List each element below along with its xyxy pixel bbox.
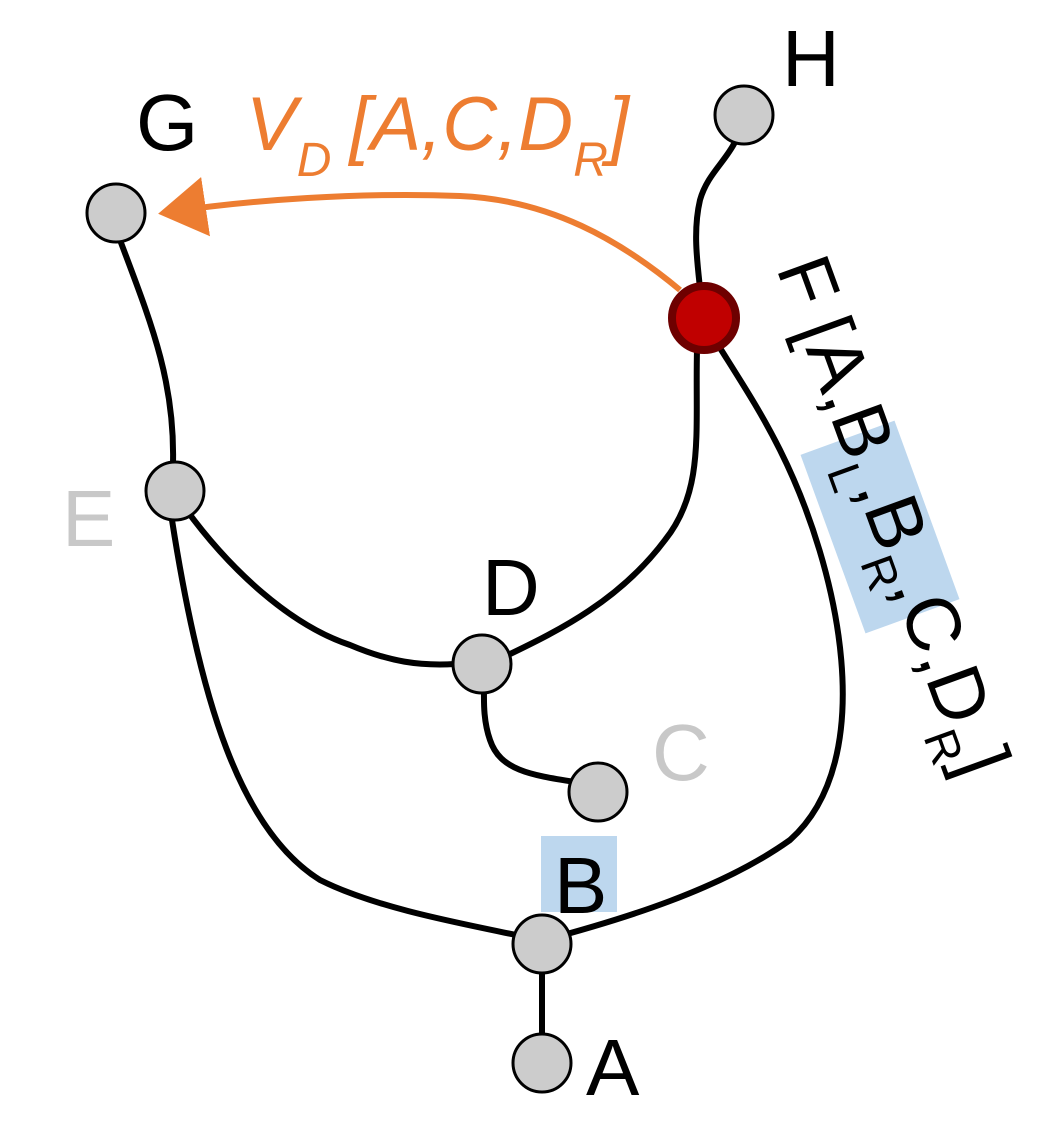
vd-open-list: [A,C, bbox=[347, 82, 518, 167]
label-e: E bbox=[62, 474, 115, 563]
node-d bbox=[451, 633, 513, 695]
label-c: C bbox=[652, 708, 710, 797]
edge-b-f bbox=[542, 337, 846, 943]
bl-br-highlight-box bbox=[800, 420, 960, 634]
vd-v-subscript: D bbox=[297, 134, 332, 187]
node-labels: A B C D E G H bbox=[62, 14, 840, 1112]
node-f-highlighted bbox=[668, 282, 740, 354]
edge-c-d bbox=[480, 687, 578, 785]
vd-d: D bbox=[518, 82, 573, 167]
label-a: A bbox=[586, 1023, 640, 1112]
vd-v: V bbox=[246, 82, 303, 167]
label-d: D bbox=[482, 543, 540, 632]
node-a bbox=[511, 1032, 573, 1094]
edge-e-g bbox=[117, 237, 177, 466]
edge-b-e bbox=[169, 517, 543, 943]
node-g bbox=[85, 182, 147, 244]
node-h bbox=[713, 84, 775, 146]
edge-f-h bbox=[693, 139, 738, 291]
node-c bbox=[567, 761, 629, 823]
vd-d-subscript: R bbox=[573, 134, 608, 187]
label-b: B bbox=[554, 841, 607, 930]
node-e bbox=[144, 460, 206, 522]
f-label: F[A,BL,BR,C,DR] bbox=[746, 245, 1026, 791]
vd-arrow bbox=[158, 176, 682, 293]
b-highlight-box bbox=[541, 836, 617, 912]
vd-label: VD[A,C,DR] bbox=[246, 82, 631, 187]
f-name: F bbox=[760, 245, 856, 318]
edge-d-e bbox=[182, 505, 458, 668]
edges bbox=[117, 139, 846, 1060]
edge-d-f bbox=[505, 347, 700, 658]
node-b bbox=[511, 913, 573, 975]
nodes bbox=[85, 84, 775, 1094]
label-h: H bbox=[782, 14, 840, 103]
label-g: G bbox=[136, 78, 198, 167]
